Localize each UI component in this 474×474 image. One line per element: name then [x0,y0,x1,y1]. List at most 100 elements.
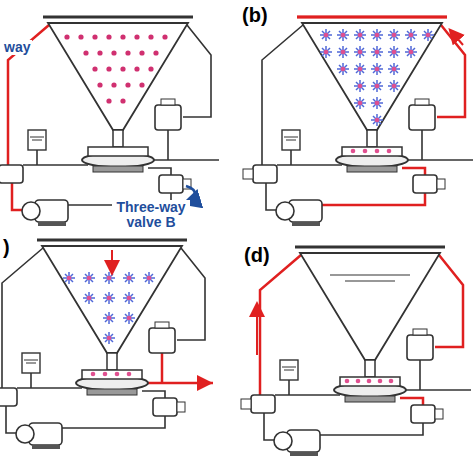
pump-foot [32,445,60,449]
particle [358,50,363,55]
pipe [435,255,463,347]
particle [134,66,139,71]
particle [64,34,69,39]
particle-cluster [371,97,383,109]
valve-a-cap [243,169,253,179]
particle [409,50,414,55]
valve-b [153,398,177,416]
funnel-rim [43,16,193,19]
callout-label: way [2,40,32,55]
retained-particle [345,379,350,384]
particle-cluster [422,29,434,41]
particle [87,276,92,281]
valve-a [253,165,277,183]
motor-cap [415,99,429,105]
pipe [17,387,82,389]
pipe [322,193,425,205]
particle-cluster [354,80,366,92]
motor [149,328,175,353]
particle [153,50,158,55]
pipe [277,164,342,166]
particle [392,33,397,38]
particle [125,50,130,55]
pipe [177,248,205,340]
pump-foot [290,452,318,456]
particle [111,50,116,55]
particle [358,101,363,106]
particle [120,34,125,39]
particle-cluster [103,332,115,344]
retained-particle [356,379,361,384]
particle-cluster [388,29,400,41]
particle [107,296,112,301]
pipe [148,159,219,161]
filter-membrane [88,147,148,156]
particle-cluster [371,114,383,126]
particle-cluster [388,63,400,75]
particle [148,34,153,39]
particle [67,276,72,281]
particle-cluster [123,272,135,284]
pump-head [274,432,292,450]
pipe [142,391,165,398]
funnel [42,246,182,353]
pipe [400,389,471,391]
retained-particle [389,379,394,384]
particle-cluster [371,29,383,41]
particle [375,101,380,106]
panel-a [0,17,219,226]
retained-particle [367,379,372,384]
pipe [30,373,32,388]
funnel-rim [295,246,445,249]
flow-arrow [256,305,258,355]
particle [134,34,139,39]
particle [375,50,380,55]
particle [375,67,380,72]
pipe [43,16,193,18]
particle-cluster [143,272,155,284]
particle [139,50,144,55]
particle [426,33,431,38]
particle [78,34,83,39]
pipe [36,150,38,165]
pipe [320,423,423,435]
pipe [295,246,445,248]
particle [392,67,397,72]
particle-cluster [388,80,400,92]
particle [120,98,125,103]
particle [341,50,346,55]
reservoir [280,360,298,380]
reservoir-level [282,367,296,370]
callout-label: Three-way valve B [112,200,190,230]
panel-letter: ) [3,236,10,258]
pump-head [276,202,294,220]
pipe [260,255,301,395]
particle-cluster [337,29,349,41]
particle-cluster [123,312,135,324]
particle [127,296,132,301]
particle-cluster [405,29,417,41]
funnel [48,23,188,130]
panel-letter: (d) [244,244,270,266]
filter-base [87,389,137,395]
pipe [37,239,187,241]
particle-cluster [354,29,366,41]
particle [409,33,414,38]
funnel-rim [297,16,447,19]
funnel-stem [365,360,375,377]
particle [341,33,346,38]
filter-membrane [82,370,142,379]
panel-letter: (b) [242,4,268,26]
flow-arrow [182,382,209,384]
reservoir [22,353,40,373]
particle-cluster [388,46,400,58]
particle [111,82,116,87]
pipe [402,159,473,161]
retained-particle [351,149,356,154]
particle [375,84,380,89]
particle-cluster [354,46,366,58]
particle [92,66,97,71]
pipe [167,130,169,160]
particle-cluster [354,97,366,109]
